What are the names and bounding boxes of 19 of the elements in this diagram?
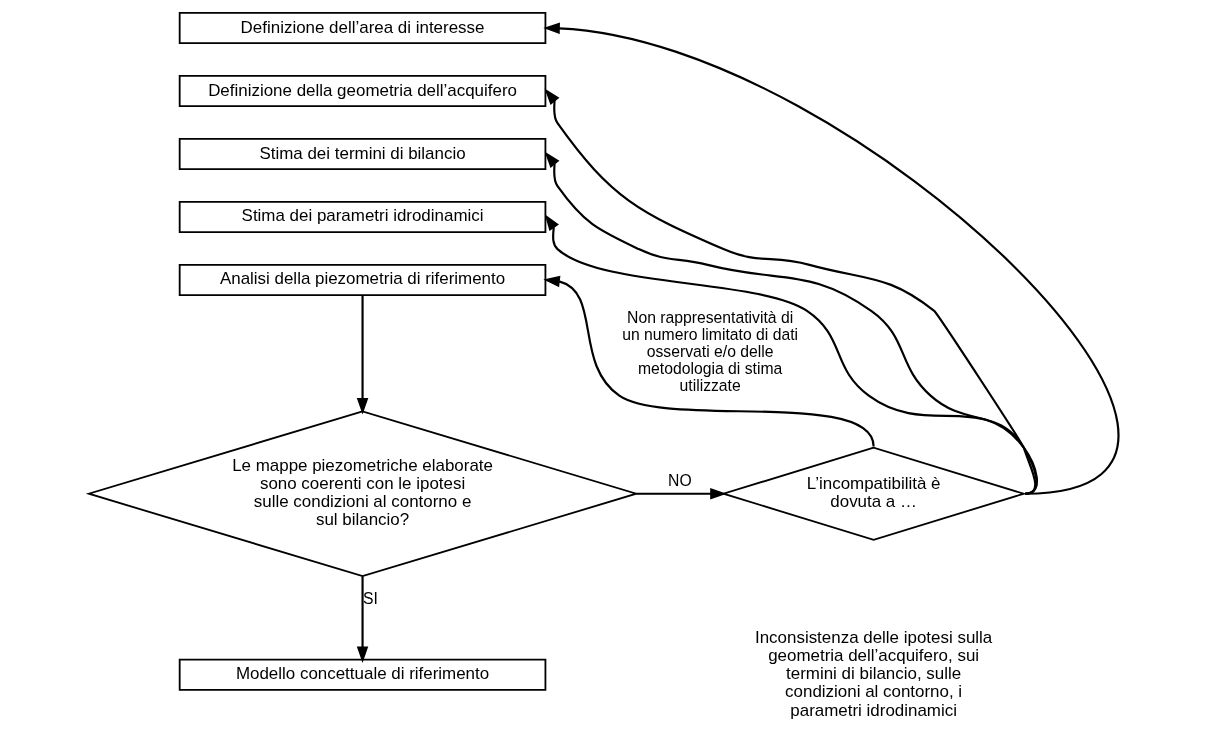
- node-box: Stima dei parametri idrodinamici: [178, 200, 546, 234]
- arrow: [635, 487, 727, 500]
- edge-label: Non rappresentatività di un numero limitato di dati osservati e/o delle metodologia di stima utilizzate: [621, 309, 798, 395]
- node-box: Definizione dell’area di interesse: [178, 12, 546, 45]
- edge-label: SI: [362, 590, 378, 608]
- arrow: [544, 88, 1036, 495]
- arrow: [542, 275, 875, 447]
- arrow: [544, 214, 1038, 495]
- arrow: [356, 295, 368, 415]
- arrow: [542, 22, 1118, 495]
- node-box: Modello concettuale di riferimento: [178, 658, 546, 691]
- label: Inconsistenza delle ipotesi sulla geometria dell’acquifero, sui termini di bilancio, sulle condizioni al contorno, i parametri idrodinamici: [754, 627, 992, 720]
- edge-label: NO: [667, 471, 692, 489]
- node-diamond: Le mappe piezometriche elaborate sono coerenti con le ipotesi sulle condizioni al contorno e sul bilancio?: [85, 410, 639, 578]
- node-box: Analisi della piezometria di riferimento: [178, 263, 546, 297]
- node-box: Definizione della geometria dell’acquifero: [178, 75, 546, 108]
- arrow: [356, 576, 368, 663]
- node-box: Stima dei termini di bilancio: [178, 138, 546, 171]
- arrow: [544, 151, 1037, 495]
